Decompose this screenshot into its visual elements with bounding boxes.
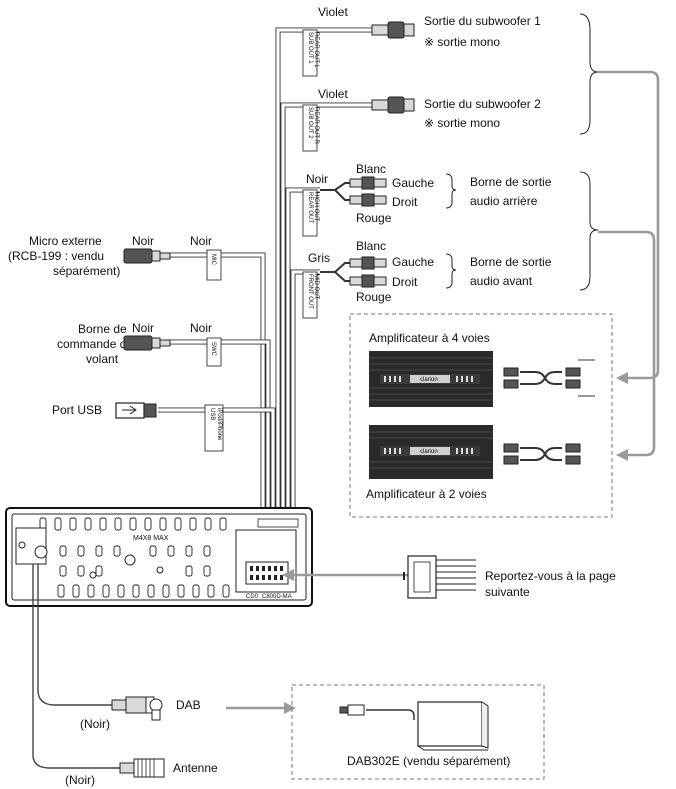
amp4-label: Amplificateur à 4 voies <box>369 331 490 345</box>
dab-box <box>291 684 545 780</box>
arrow-head-amp2 <box>616 449 628 461</box>
tag-front-out: FRONT OUT MID OUT <box>302 271 319 319</box>
rear-white: Blanc <box>356 162 386 176</box>
svg-text:MID OUT: MID OUT <box>313 274 319 300</box>
rear-red: Rouge <box>356 211 392 225</box>
rear-group-2: audio arrière <box>470 194 538 208</box>
harness-wire-bundle <box>158 27 372 525</box>
arrow-to-amp4 <box>598 70 660 380</box>
front-right: Droit <box>392 275 418 289</box>
mic-label-2: (RCB-199 : vendu <box>8 249 104 263</box>
swc-label-1: Borne de <box>78 322 127 336</box>
sub2-color: Violet <box>318 87 348 101</box>
svg-text:MIC: MIC <box>210 254 216 266</box>
rca-sub-1 <box>371 21 415 39</box>
rear-split <box>320 176 387 207</box>
swc-color-2: Noir <box>190 321 212 335</box>
dab-connector <box>111 696 163 721</box>
tag-sub-out-2: SUB OUT 2 REAR OUT R <box>302 104 319 152</box>
amp4-rca-cables <box>503 359 595 397</box>
sub2-note: ※ sortie mono <box>424 116 500 130</box>
svg-text:clarion: clarion <box>420 449 438 455</box>
sub-brace <box>579 13 599 135</box>
swc-label-3: volant <box>86 352 119 366</box>
arrow-head-amp4 <box>616 372 628 384</box>
rca-sub-2 <box>371 96 415 114</box>
mic-connector <box>123 248 171 264</box>
svg-text:iPod/iPhone: iPod/iPhone <box>216 408 222 441</box>
dab302e-module <box>339 701 489 751</box>
rear-front-brace <box>579 171 599 291</box>
svg-text:USB: USB <box>209 408 215 420</box>
mic-color-2: Noir <box>190 234 212 248</box>
amp4-unit: clarion <box>369 351 493 407</box>
sub2-label: Sortie du subwoofer 2 <box>424 97 541 111</box>
front-white: Blanc <box>356 239 386 253</box>
svg-text:SWC: SWC <box>210 342 216 357</box>
front-brace <box>445 253 457 289</box>
usb-label: Port USB <box>52 403 102 417</box>
svg-text:REAR OUT L: REAR OUT L <box>313 32 319 69</box>
head-unit: M4X8 MAX CD0 C800D-MA <box>5 507 313 607</box>
rear-left: Gauche <box>392 176 434 190</box>
port-label-2: C800D-MA <box>262 594 292 600</box>
svg-text:clarion: clarion <box>420 377 438 383</box>
iso-harness-connector <box>403 555 476 599</box>
front-left: Gauche <box>392 255 434 269</box>
amp-box <box>349 313 613 518</box>
dab-color: (Noir) <box>80 717 110 731</box>
mic-color-1: Noir <box>132 234 154 248</box>
dab-label: DAB <box>176 698 201 712</box>
svg-text:HIGH OUT: HIGH OUT <box>313 192 319 222</box>
swc-label-2: commande du <box>57 337 133 351</box>
harness-label-2: suivante <box>485 585 530 599</box>
rear-color: Noir <box>306 172 328 186</box>
sub1-color: Violet <box>318 5 348 19</box>
rear-group-1: Borne de sortie <box>470 175 552 189</box>
arrow-head-dab <box>284 702 296 714</box>
screw-label: M4X8 MAX <box>133 535 169 542</box>
front-group-2: audio avant <box>470 274 533 288</box>
usb-connector <box>115 402 157 419</box>
svg-text:SUB OUT 1: SUB OUT 1 <box>307 32 313 64</box>
am-color: (Noir) <box>65 773 95 787</box>
port-label-1: CD0 <box>246 594 259 600</box>
svg-text:SUB OUT 2: SUB OUT 2 <box>307 107 313 139</box>
swc-color-1: Noir <box>132 321 154 335</box>
mic-label-1: Micro externe <box>29 234 102 248</box>
dab-cable <box>37 564 112 706</box>
mic-label-3: séparément) <box>53 264 120 278</box>
front-split <box>320 256 387 288</box>
tag-swc: SWC <box>206 337 222 367</box>
front-group-1: Borne de sortie <box>470 255 552 269</box>
svg-text:REAR OUT R: REAR OUT R <box>313 107 319 145</box>
front-color: Gris <box>308 251 330 265</box>
tag-usb: USB iPod/iPhone <box>204 404 224 452</box>
amp2-rca-cables <box>503 443 581 465</box>
harness-label-1: Reportez-vous à la page <box>485 569 616 583</box>
sub1-label: Sortie du subwoofer 1 <box>424 14 541 28</box>
am-connector <box>119 758 165 778</box>
am-label: Antenne <box>173 761 218 775</box>
am-cable <box>32 564 120 769</box>
dab-module-label: DAB302E (vendu séparément) <box>347 754 510 768</box>
svg-text:REAR OUT: REAR OUT <box>307 192 313 223</box>
rear-right: Droit <box>392 195 418 209</box>
front-red: Rouge <box>356 290 392 304</box>
rear-brace <box>445 173 457 209</box>
swc-connector <box>123 335 171 351</box>
tag-mic: MIC <box>206 249 222 281</box>
arrow-head-harness <box>282 569 294 581</box>
arrow-to-amp2 <box>598 230 656 457</box>
tag-sub-out-1: SUB OUT 1 REAR OUT L <box>302 29 319 77</box>
amp2-unit: clarion <box>369 425 493 479</box>
tag-rear-out: REAR OUT HIGH OUT <box>302 189 319 237</box>
amp2-label: Amplificateur à 2 voies <box>366 487 487 501</box>
svg-text:FRONT OUT: FRONT OUT <box>307 274 313 309</box>
sub1-note: ※ sortie mono <box>424 35 500 49</box>
